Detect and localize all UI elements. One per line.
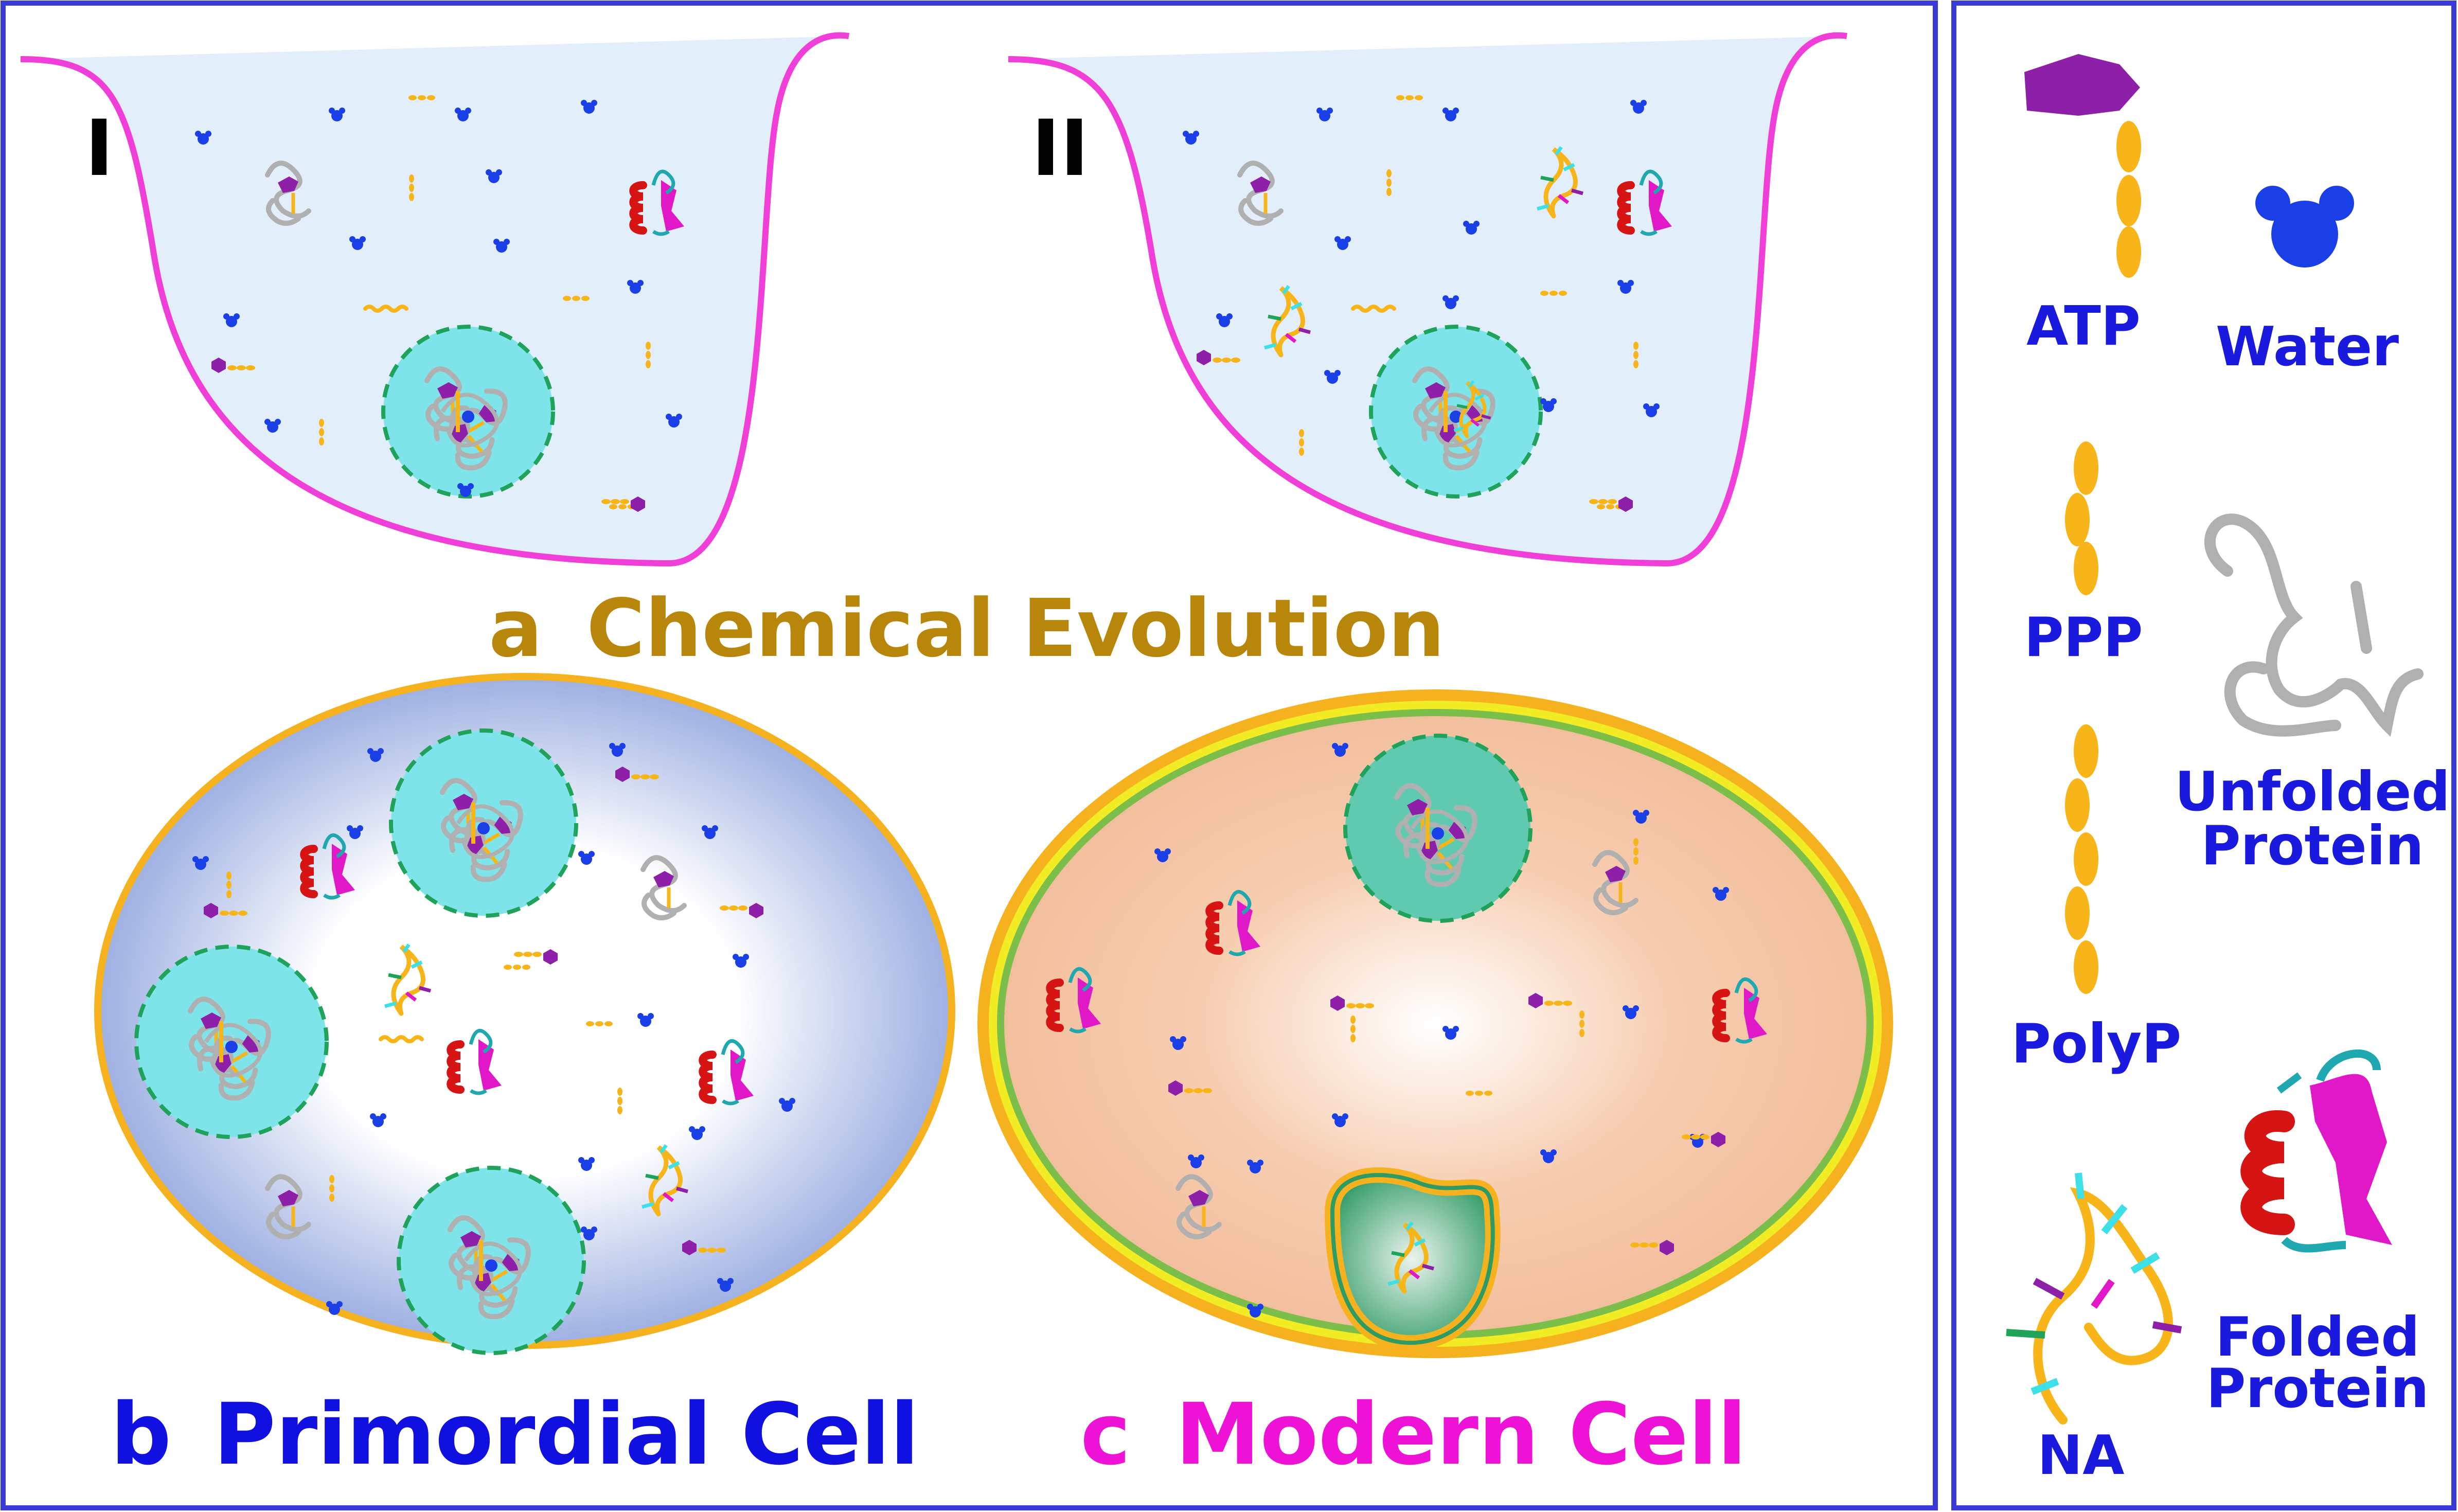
legend-unfolded-label-1: Unfolded [2175, 760, 2450, 823]
legend-water-label: Water [2216, 315, 2399, 378]
panel-a-letter: a [489, 582, 543, 675]
pool-i-water [21, 35, 849, 563]
modern-cell [977, 689, 1893, 1358]
droplet-top [389, 728, 578, 918]
modern-cell-cytoplasm [1004, 716, 1866, 1331]
legend-polyp-icon [2065, 724, 2098, 994]
pool-ii: II [1008, 32, 1847, 567]
legend-na-label: NA [2037, 1424, 2124, 1487]
nucleus [1324, 1167, 1501, 1351]
legend-na-icon [2006, 1172, 2182, 1425]
pool-ii-outline [1008, 32, 1847, 567]
legend-folded-label-2: Protein [2206, 1357, 2429, 1420]
legend-water-icon [2255, 186, 2354, 268]
legend-unfolded-label-2: Protein [2201, 814, 2424, 877]
panel-c-letter: c [1080, 1385, 1131, 1484]
legend-ppp-label: PPP [2024, 606, 2143, 669]
legend-ppp-icon [2065, 441, 2098, 595]
roman-label-i: I [85, 104, 114, 193]
roman-label-ii: II [1031, 104, 1089, 193]
legend-folded-protein-icon [2240, 1049, 2392, 1253]
primordial-cell [94, 673, 955, 1355]
pool-i-outline [20, 32, 849, 567]
droplet-modern [1343, 734, 1533, 923]
panel-b-title: Primordial Cell [213, 1385, 919, 1484]
pool-i: I [20, 32, 849, 567]
panel-c-title: Modern Cell [1175, 1385, 1747, 1484]
droplet-left [134, 945, 329, 1139]
legend-atp-label: ATP [2026, 295, 2141, 358]
left-panel-frame [1, 1, 1938, 1510]
condensate-droplet-ii [1369, 325, 1543, 499]
pool-ii-water [1008, 35, 1847, 563]
legend-polyp-label: PolyP [2011, 1012, 2181, 1075]
legend-atp-icon [2024, 54, 2141, 278]
legend-folded-label-1: Folded [2215, 1306, 2419, 1368]
panel-a-title: Chemical Evolution [586, 582, 1445, 675]
condensate-droplet [381, 325, 555, 499]
legend-panel-frame [1951, 1, 2456, 1510]
legend: ATP Water PPP Unfolded Protein PolyP [2006, 54, 2450, 1487]
legend-unfolded-protein-icon [2204, 513, 2424, 737]
panel-b-letter: b [111, 1385, 171, 1484]
droplet-bottom [397, 1166, 586, 1355]
